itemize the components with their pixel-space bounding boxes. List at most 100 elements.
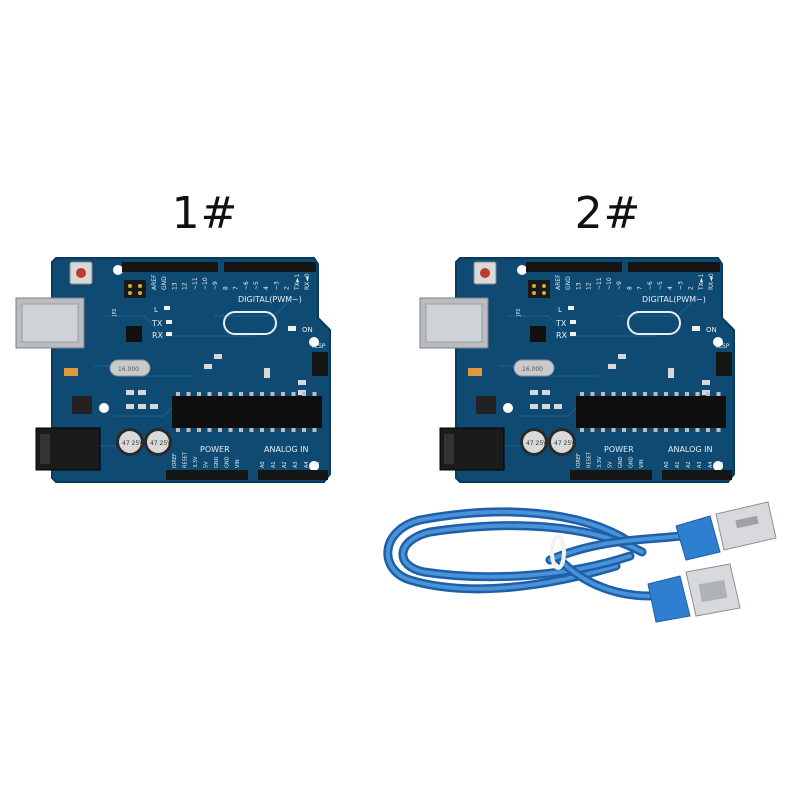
analog-pin-label: A0 — [664, 461, 670, 468]
chip-pin — [653, 392, 658, 396]
jumper-label: JP2 — [112, 308, 118, 317]
chip-pin — [590, 428, 595, 432]
on-label: ON — [706, 326, 717, 334]
power-pin-label: GND — [629, 456, 635, 468]
dc-jack-detail — [444, 434, 454, 464]
led-rx — [570, 332, 576, 336]
chip-pins — [176, 392, 317, 432]
digital-header-left — [526, 262, 622, 272]
chip-pin — [312, 428, 317, 432]
chip-pins — [580, 392, 721, 432]
jumper-pins — [532, 284, 546, 295]
mount-hole — [309, 337, 319, 347]
variant-label-1: 1# — [171, 188, 239, 239]
chip-pin — [291, 392, 296, 396]
digital-pin-label: ~9 — [616, 281, 623, 290]
digital-pin-label: 7 — [637, 286, 644, 290]
digital-pin-label: GND — [161, 276, 168, 290]
icsp-label: ICSP — [312, 343, 326, 350]
chip-pin — [197, 428, 201, 432]
chip-pin — [228, 428, 233, 432]
voltage-regulator — [72, 396, 92, 414]
usb-b-connector — [647, 563, 741, 623]
digital-pin-label: 8 — [222, 286, 229, 290]
icsp-header — [716, 352, 732, 376]
analog-pin-label: A5 — [719, 461, 725, 468]
analog-header-label: ANALOG IN — [668, 445, 713, 454]
analog-pin-label: A4 — [304, 461, 310, 468]
chip-pin — [176, 392, 180, 396]
mount-hole — [503, 403, 513, 413]
chip-pin — [291, 428, 296, 432]
chip-pin — [239, 428, 243, 432]
power-pin-label: VIN — [639, 459, 645, 468]
analog-pin-label: A2 — [686, 461, 692, 468]
chip-pin — [270, 428, 275, 432]
power-pin-label: IOREF — [172, 453, 178, 468]
chip-pin — [270, 392, 275, 396]
digital-pin-label: ~6 — [647, 281, 654, 290]
atmega-chip — [576, 396, 726, 428]
digital-pin-label: TX►1 — [294, 274, 301, 291]
digital-pin-label: ~10 — [202, 277, 209, 290]
mount-hole — [517, 265, 527, 275]
mount-hole — [309, 461, 319, 471]
digital-pin-label: 12 — [182, 282, 189, 290]
crystal-text: 16.000 — [522, 366, 543, 373]
chip-pin — [281, 428, 285, 432]
reset-button-cap — [76, 268, 86, 278]
capacitor-2-text: 47 25V — [554, 440, 576, 447]
mount-hole — [113, 265, 123, 275]
chip-pin — [239, 392, 243, 396]
analog-pin-label: A4 — [708, 461, 714, 468]
digital-pin-label: ~5 — [253, 281, 260, 290]
reset-button-cap — [480, 268, 490, 278]
chip-pin — [653, 428, 658, 432]
capacitor-2: 47 25V — [144, 428, 172, 456]
power-header-label: POWER — [604, 445, 634, 454]
cable-tie — [550, 534, 566, 570]
digital-pin-label: ~3 — [677, 281, 684, 290]
fuse — [64, 368, 78, 376]
voltage-regulator — [476, 396, 496, 414]
analog-pin-label: A3 — [293, 461, 299, 468]
digital-header-right — [628, 262, 720, 272]
digital-pin-label: RX◄0 — [304, 273, 311, 290]
chip-pin — [632, 392, 637, 396]
digital-pin-label: ~11 — [192, 277, 199, 290]
chip-pin — [601, 428, 605, 432]
chip-pin — [281, 392, 285, 396]
chip-pin — [197, 392, 201, 396]
chip-pin — [622, 428, 626, 432]
analog-header — [662, 470, 732, 480]
power-pin-label: GND — [618, 456, 624, 468]
usb-cable — [380, 500, 790, 655]
chip-pin — [716, 428, 721, 432]
chip-pin — [260, 392, 264, 396]
digital-pin-label: 7 — [233, 286, 240, 290]
analog-pin-label: A2 — [282, 461, 288, 468]
led-on — [288, 326, 296, 331]
chip-pin — [302, 392, 306, 396]
power-pin-label: 5V — [204, 461, 210, 468]
digital-header-label: DIGITAL(PWM~) — [642, 295, 706, 304]
usb-b-port-inner — [425, 303, 483, 343]
chip-pin — [664, 392, 668, 396]
variant-label-2: 2# — [574, 188, 642, 239]
chip-pin — [695, 428, 700, 432]
chip-pin — [249, 392, 254, 396]
power-pin-label: 3.3V — [597, 456, 603, 468]
usb-a-connector — [675, 501, 777, 561]
digital-pin-label: 12 — [586, 282, 593, 290]
chip-pin — [580, 392, 584, 396]
digital-pin-label: 13 — [575, 282, 582, 290]
l-label: L — [558, 306, 562, 314]
crystal — [109, 359, 151, 377]
usb-interface-chip — [126, 326, 142, 342]
jumper-pins — [128, 284, 142, 295]
